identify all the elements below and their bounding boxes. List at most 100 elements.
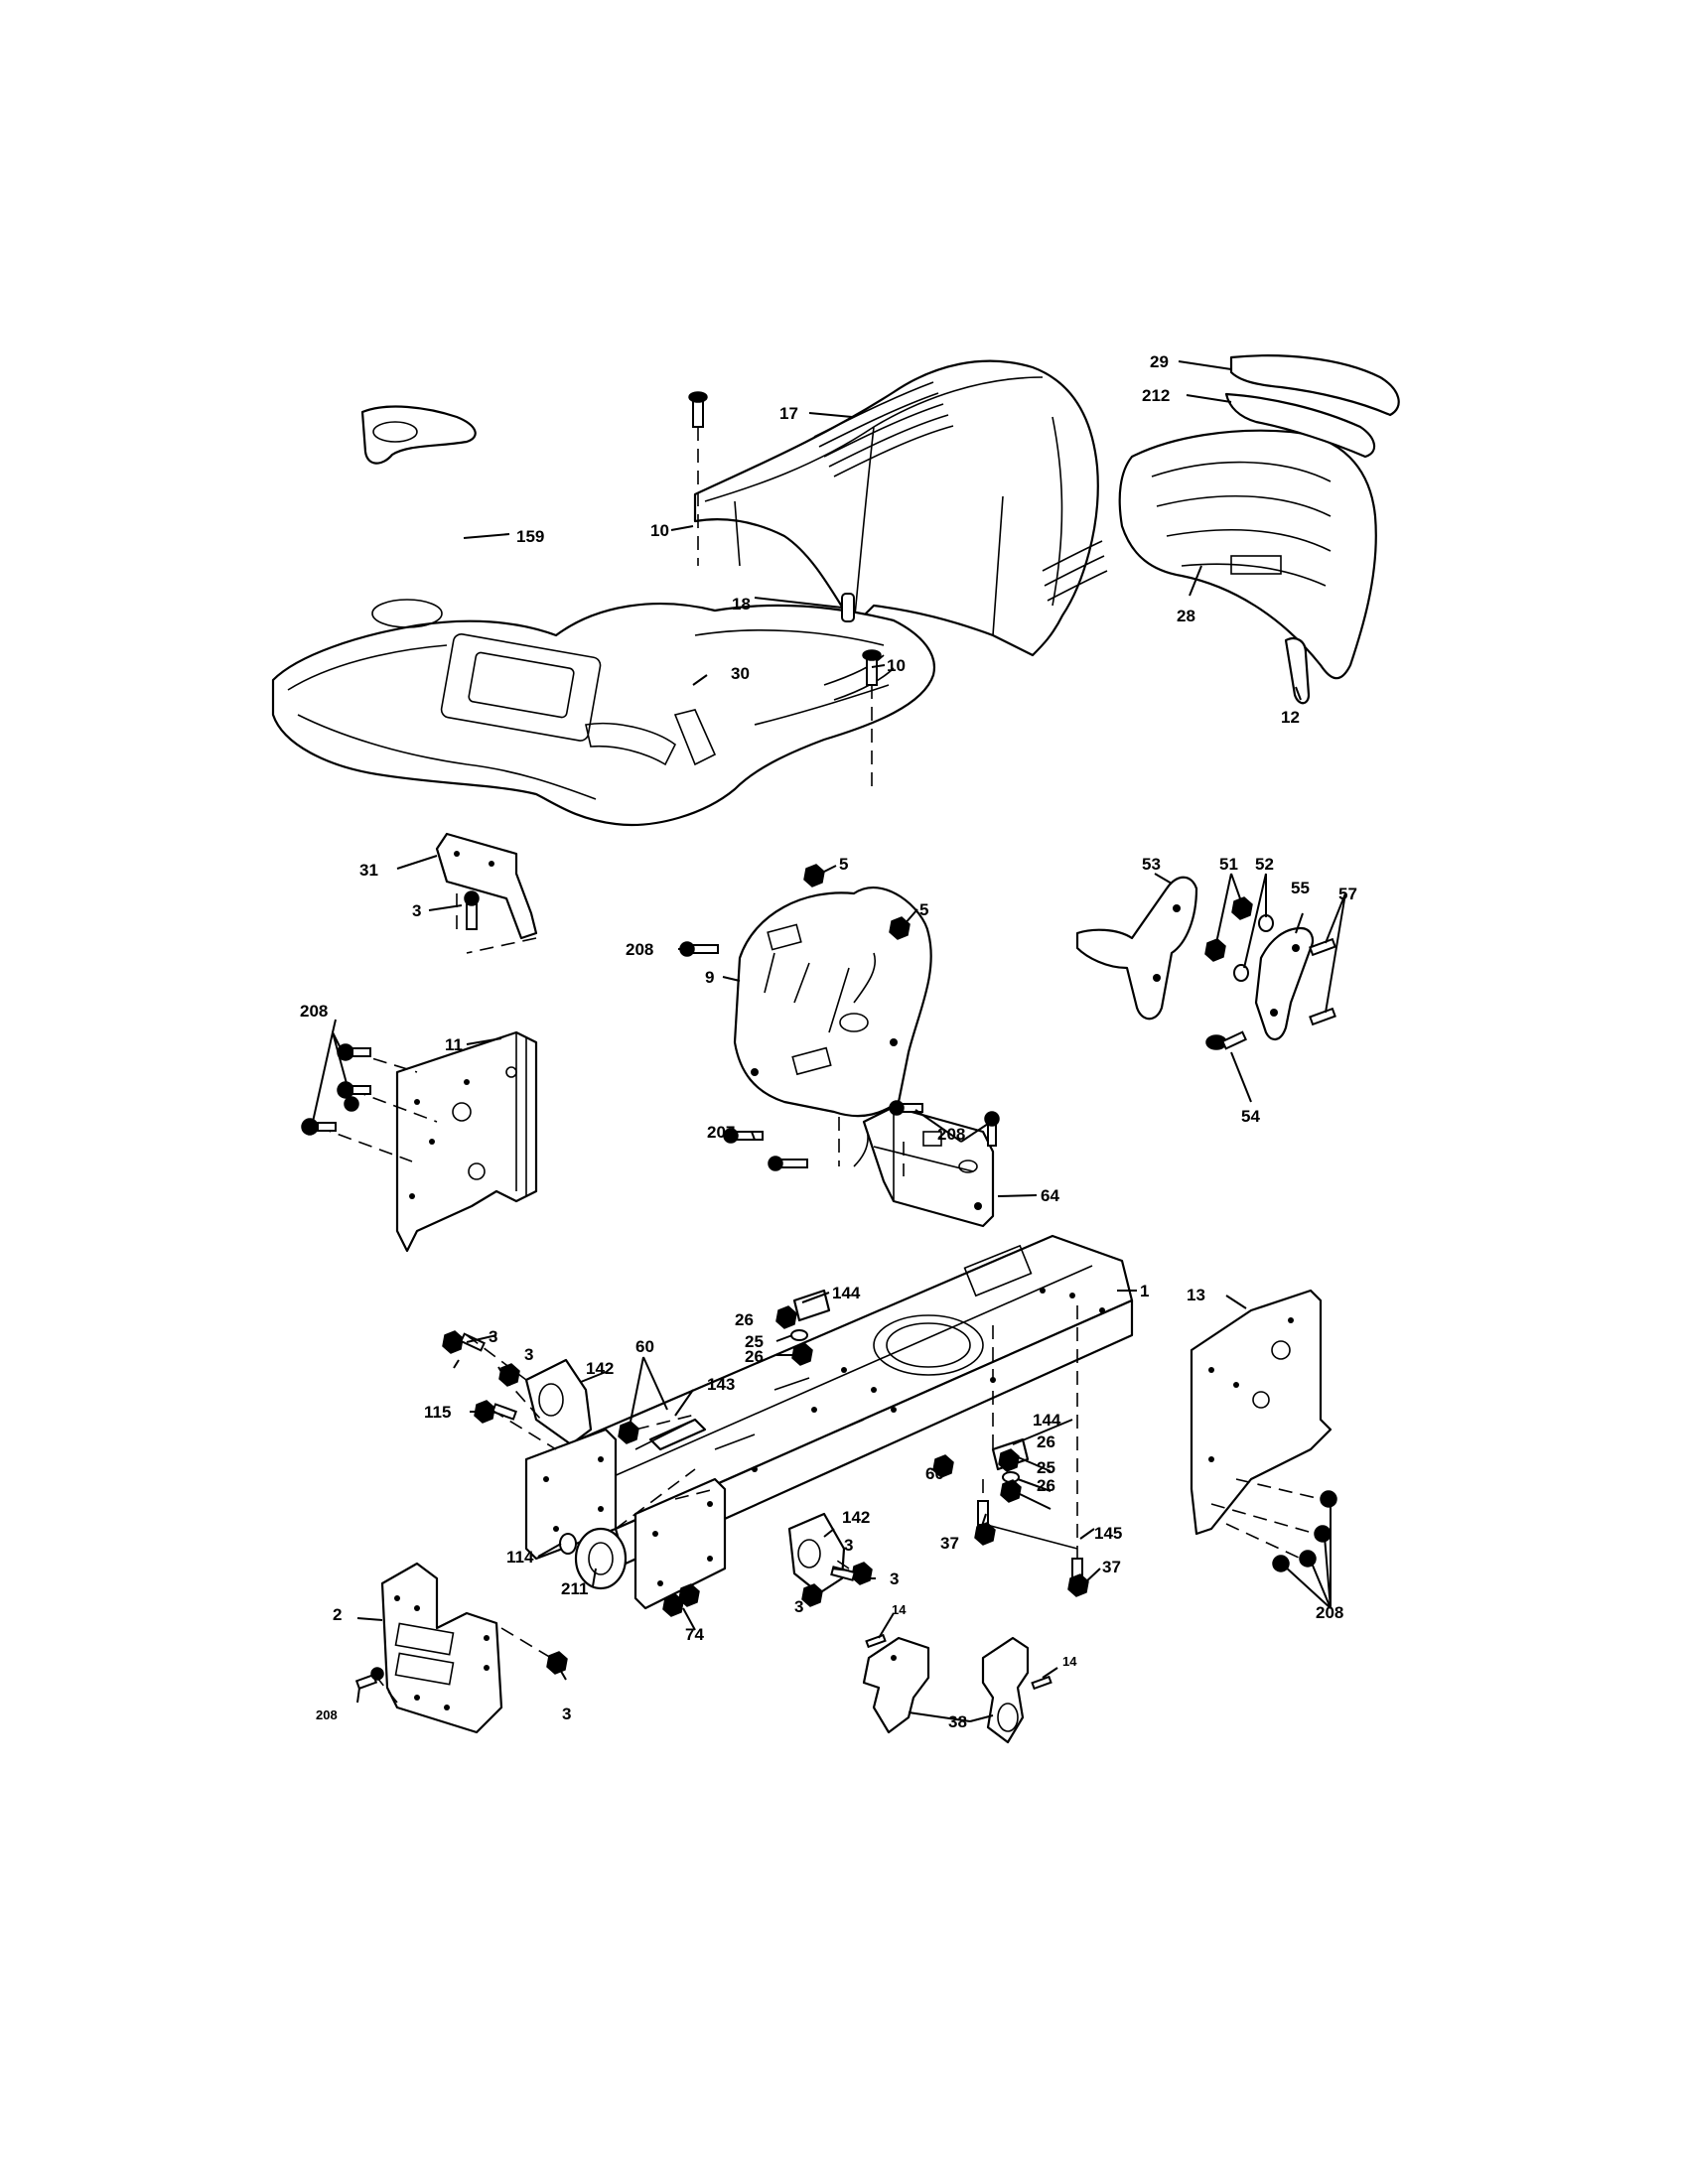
- screw-208-left-d: [344, 1096, 359, 1112]
- label-142a: 142: [586, 1359, 614, 1378]
- screw-208-left-c: [301, 1118, 337, 1136]
- nut-26c: [998, 1448, 1020, 1472]
- label-12: 12: [1281, 708, 1300, 727]
- screw-208-console-a: [889, 1100, 923, 1116]
- nut-26d: [1000, 1479, 1022, 1503]
- screw-14a: [865, 1633, 887, 1649]
- nut-51b: [1204, 938, 1226, 962]
- bushing-211: [574, 1527, 628, 1590]
- frame-plate-right: [633, 1477, 727, 1610]
- label-159: 159: [516, 527, 544, 546]
- label-29: 29: [1150, 352, 1169, 371]
- side-panel-right: [1190, 1289, 1333, 1560]
- grille: [1118, 429, 1377, 680]
- bolt-3a: [464, 890, 480, 930]
- label-28: 28: [1177, 607, 1195, 625]
- hood-vent-slots: [813, 381, 1108, 602]
- hood: [693, 359, 1108, 657]
- label-208e: 208: [1316, 1603, 1343, 1622]
- label-10a: 10: [650, 521, 669, 540]
- washer-52b: [1233, 964, 1249, 982]
- label-55: 55: [1291, 879, 1310, 897]
- label-53: 53: [1142, 855, 1161, 874]
- side-panel-left: [317, 1030, 538, 1253]
- bolt-207a: [723, 1128, 764, 1144]
- screw-208-right-b: [1314, 1525, 1332, 1543]
- screw-14b: [1031, 1675, 1052, 1691]
- bolt-3e: [801, 1583, 823, 1607]
- label-2: 2: [333, 1605, 342, 1624]
- bolt-3b: [442, 1330, 486, 1354]
- nut-51a: [1231, 896, 1253, 920]
- label-60a: 60: [635, 1337, 654, 1356]
- cup-holder: [360, 405, 477, 465]
- label-144b: 144: [1033, 1411, 1061, 1430]
- label-51: 51: [1219, 855, 1238, 874]
- label-208b: 208: [300, 1002, 328, 1021]
- label-145: 145: [1094, 1524, 1122, 1543]
- screw-208-front: [354, 1667, 384, 1691]
- grille-trim-lower: [1224, 392, 1376, 459]
- label-13: 13: [1187, 1286, 1205, 1304]
- label-144a: 144: [832, 1284, 861, 1302]
- label-114: 114: [506, 1548, 534, 1567]
- bolt-3d: [830, 1562, 873, 1585]
- mounting-plate-55: [1254, 926, 1315, 1040]
- screw-208-right-c: [1299, 1550, 1317, 1568]
- bolt-54: [1205, 1030, 1247, 1050]
- label-208a: 208: [626, 940, 653, 959]
- label-57: 57: [1338, 885, 1357, 903]
- label-5b: 5: [919, 900, 928, 919]
- nut-5a: [803, 864, 825, 887]
- label-60b: 60: [925, 1464, 944, 1483]
- washer-25a: [790, 1329, 808, 1341]
- bracket-144-top: [792, 1289, 831, 1322]
- label-3b: 3: [489, 1327, 497, 1346]
- label-18: 18: [732, 595, 751, 614]
- label-26c: 26: [1037, 1433, 1055, 1451]
- label-207: 207: [707, 1123, 735, 1142]
- label-26b: 26: [745, 1347, 764, 1366]
- label-74: 74: [685, 1625, 704, 1644]
- label-208d: 208: [316, 1707, 338, 1722]
- label-14a: 14: [892, 1602, 907, 1617]
- label-37b: 37: [1102, 1558, 1121, 1576]
- label-26a: 26: [735, 1310, 754, 1329]
- label-115: 115: [424, 1403, 451, 1422]
- body-fender: [271, 599, 936, 826]
- label-143: 143: [707, 1375, 735, 1394]
- pedal-bracket-left: [862, 1636, 930, 1734]
- label-9: 9: [705, 968, 714, 987]
- label-64: 64: [1041, 1186, 1059, 1205]
- assembly-lines: [376, 427, 994, 1704]
- label-30: 30: [731, 664, 750, 683]
- label-3f: 3: [794, 1597, 803, 1616]
- axle-bracket-right: [787, 1512, 846, 1595]
- label-52: 52: [1255, 855, 1274, 874]
- screw-208-console-b: [984, 1111, 1000, 1147]
- hood-stop: [841, 593, 855, 622]
- label-3g: 3: [562, 1705, 571, 1723]
- label-17: 17: [779, 404, 798, 423]
- bolt-207b: [768, 1156, 808, 1171]
- screw-208-right-a: [1320, 1490, 1337, 1508]
- label-5a: 5: [839, 855, 848, 874]
- label-31: 31: [359, 861, 378, 880]
- seat-bracket: [435, 832, 538, 940]
- label-37a: 37: [940, 1534, 959, 1553]
- axle-bracket-left: [524, 1358, 593, 1446]
- label-3d: 3: [844, 1536, 853, 1555]
- bolt-37a: [974, 1500, 996, 1546]
- main-frame: [554, 1234, 1134, 1566]
- bolt-3c: [498, 1363, 520, 1387]
- front-plate: [380, 1562, 503, 1734]
- bolt-115: [474, 1400, 517, 1424]
- label-211: 211: [561, 1579, 588, 1598]
- pedal-bracket-right: [981, 1636, 1030, 1744]
- label-26d: 26: [1037, 1476, 1055, 1495]
- latch-12: [1284, 637, 1311, 705]
- label-142b: 142: [842, 1508, 870, 1527]
- screw-208-left-b: [337, 1081, 371, 1099]
- dash-panel: [733, 887, 932, 1167]
